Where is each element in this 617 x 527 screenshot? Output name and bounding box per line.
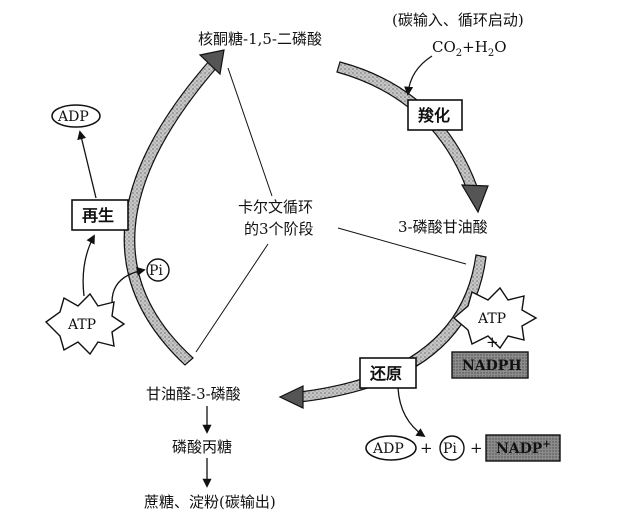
leader-to-rubp: [227, 67, 273, 197]
regeneration-label: 再生: [82, 206, 114, 225]
plus-adp-pi: +: [420, 439, 433, 457]
pi-left: Pi: [146, 258, 170, 282]
leader-to-pga: [337, 227, 467, 265]
atp-starburst-right: ATP: [452, 286, 538, 350]
arc-carboxylation-arrowhead: [460, 184, 489, 214]
atp-starburst-left: ATP: [44, 292, 126, 356]
nadph-box: NADPH: [451, 351, 529, 379]
atp-right-label: ATP: [477, 311, 506, 327]
pi-left-label: Pi: [149, 263, 163, 279]
input-note: (碳输入、循环启动): [392, 11, 524, 29]
adp-top-left: ADP: [51, 104, 101, 128]
atp-to-regen-arrow: [82, 234, 95, 297]
rubp-label: 核酮糖-1,5-二磷酸: [198, 30, 322, 48]
arc-regeneration: [123, 59, 219, 366]
adp-bottom-label: ADP: [372, 441, 404, 457]
co2-input-arrow: [404, 55, 433, 96]
plus-pi-nadp: +: [470, 439, 483, 457]
leader-to-g3p: [195, 243, 269, 353]
stage-box-reduction: 还原: [359, 357, 417, 389]
co2-h2o-label: CO2+H2O: [432, 38, 507, 59]
nadp-label: NADP+: [496, 439, 551, 457]
pga-label: 3-磷酸甘油酸: [398, 218, 488, 236]
adp-bottom: ADP: [365, 435, 417, 461]
pi-bottom: Pi: [439, 435, 465, 461]
reduction-label: 还原: [369, 364, 402, 383]
stage-box-regeneration: 再生: [71, 199, 129, 231]
g3p-label: 甘油醛-3-磷酸: [146, 385, 241, 403]
phosphotriose-label: 磷酸丙糖: [172, 438, 232, 456]
stage-box-carboxylation: 羧化: [407, 99, 463, 131]
plus-atp-nadph: +: [486, 333, 499, 351]
center-label-line2: 的3个阶段: [244, 220, 314, 238]
arc-regeneration-arrowhead: [198, 49, 225, 76]
pi-bottom-label: Pi: [443, 441, 457, 457]
pi-release-arrow: [111, 266, 146, 303]
atp-left-label: ATP: [67, 317, 96, 333]
nadp-box: NADP+: [485, 434, 561, 462]
regen-to-adp-arrow: [77, 130, 97, 199]
nadph-label: NADPH: [462, 358, 522, 374]
center-label-line1: 卡尔文循环: [238, 198, 313, 216]
reduction-output-arrow: [397, 387, 426, 438]
adp-top-left-label: ADP: [57, 109, 89, 125]
carboxylation-label: 羧化: [418, 106, 450, 125]
arc-reduction-arrowhead: [278, 385, 304, 409]
output-label: 蔗糖、淀粉(碳输出): [144, 493, 276, 511]
